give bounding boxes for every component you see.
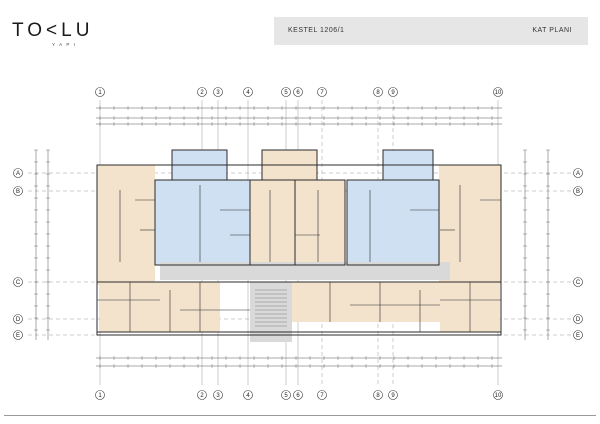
grid-column-label: 2: [200, 90, 204, 96]
brand-logo: TO<LU Y A P I: [12, 20, 102, 48]
grid-column-bubble: [293, 390, 303, 400]
grid-row-label: D: [16, 317, 21, 323]
grid-column-bubble: [197, 87, 207, 97]
unit-area: [347, 180, 439, 265]
grid-column-label: 3: [216, 393, 220, 399]
grid-column-label: 1: [98, 90, 102, 96]
unit-area: [295, 180, 345, 265]
frame-line: [4, 415, 596, 416]
grid-column-label: 3: [216, 90, 220, 96]
walls: [96, 149, 502, 336]
grid-column-label: 7: [320, 393, 324, 399]
grid-row-label: E: [16, 333, 20, 339]
grid-column-bubble: [213, 87, 223, 97]
wall: [261, 149, 318, 181]
grid-row-bubble: [13, 277, 23, 287]
grid-row-label: B: [576, 189, 580, 195]
grid-column-label: 8: [376, 90, 380, 96]
grid-row-label: C: [16, 280, 21, 286]
grid-row-bubble: [573, 186, 583, 196]
brand-tagline: Y A P I: [52, 42, 77, 47]
grid-column-label: 4: [246, 90, 250, 96]
grid-row-label: A: [576, 171, 580, 177]
grid-column-bubble: [197, 390, 207, 400]
grid-column-label: 9: [391, 393, 395, 399]
unit-area: [100, 282, 220, 332]
unit-fills: [97, 150, 501, 342]
grid-column-label: 6: [296, 90, 300, 96]
grid-column-bubble: [281, 87, 291, 97]
unit-area: [250, 282, 292, 342]
wall: [382, 149, 434, 181]
grid-column-bubble: [373, 390, 383, 400]
grid-column-bubble: [317, 390, 327, 400]
grid-row-bubble: [13, 330, 23, 340]
grid-column-bubble: [243, 87, 253, 97]
grid-column-bubble: [493, 87, 503, 97]
grid-column-bubble: [373, 87, 383, 97]
grid-row-bubble: [573, 314, 583, 324]
grid-column-bubble: [388, 390, 398, 400]
unit-area: [250, 180, 295, 265]
grid-column-label: 10: [495, 90, 502, 96]
grid-column-label: 2: [200, 393, 204, 399]
grid-column-bubble: [493, 390, 503, 400]
grid-row-bubble: [13, 314, 23, 324]
wall: [96, 164, 502, 336]
wall: [96, 281, 502, 333]
grid-column-label: 10: [495, 393, 502, 399]
project-title: KESTEL 1206/1: [288, 27, 345, 34]
grid-row-bubbles: A A B B C C D D E E: [13, 168, 583, 340]
grid-row-bubble: [573, 277, 583, 287]
unit-area: [155, 180, 250, 265]
wall: [294, 179, 346, 266]
grid-column-bubble: [293, 87, 303, 97]
grid-column-label: 5: [284, 393, 288, 399]
grid-row-label: A: [16, 171, 20, 177]
grid-column-label: 8: [376, 393, 380, 399]
grid-row-bubble: [13, 168, 23, 178]
unit-area: [160, 262, 450, 280]
grid-row-label: D: [576, 317, 581, 323]
grid-column-label: 1: [98, 393, 102, 399]
unit-area: [290, 282, 440, 322]
grid-row-label: E: [576, 333, 580, 339]
wall: [171, 149, 228, 181]
brand-name: TO<LU: [12, 20, 94, 41]
grid-column-bubble: [243, 390, 253, 400]
grid-row-bubble: [573, 168, 583, 178]
grid-column-label: 9: [391, 90, 395, 96]
grid-column-bubbles: 1 1 2 2 3 3 4 4 5 5 6 6 7 7 8 8 9 9 10 10: [95, 87, 503, 400]
grid-column-label: 5: [284, 90, 288, 96]
grid-row-label: B: [16, 189, 20, 195]
grid-column-bubble: [281, 390, 291, 400]
grid-column-label: 6: [296, 393, 300, 399]
grid-column-bubble: [317, 87, 327, 97]
grid-column-label: 4: [246, 393, 250, 399]
grid-row-bubble: [13, 186, 23, 196]
title-bar: KESTEL 1206/1 KAT PLANI: [274, 17, 588, 45]
dimension-lines: [34, 106, 550, 368]
grid-column-label: 7: [320, 90, 324, 96]
grid-column-bubble: [213, 390, 223, 400]
drawing-title: KAT PLANI: [532, 27, 572, 34]
unit-area: [97, 165, 155, 285]
grid-column-bubble: [95, 390, 105, 400]
grid-column-bubble: [95, 87, 105, 97]
grid-column-bubble: [388, 87, 398, 97]
grid-row-label: C: [576, 280, 581, 286]
grid-row-bubble: [573, 330, 583, 340]
